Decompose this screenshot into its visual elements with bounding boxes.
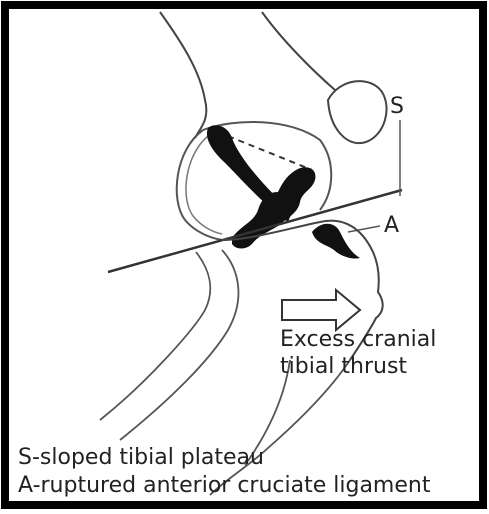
legend-line1: S-sloped tibial plateau xyxy=(18,445,264,471)
patella xyxy=(328,81,387,143)
label-s: S xyxy=(390,94,404,120)
thrust-label-line2: tibial thrust xyxy=(280,354,407,380)
thrust-label-line1: Excess cranial xyxy=(280,327,436,353)
figure-frame xyxy=(5,5,483,505)
femur-outline xyxy=(160,12,353,138)
thrust-arrow xyxy=(282,290,360,330)
label-a: A xyxy=(384,213,399,239)
legend-line2: A-ruptured anterior cruciate ligament xyxy=(18,473,430,499)
ruptured-ligament-stump xyxy=(312,224,360,259)
